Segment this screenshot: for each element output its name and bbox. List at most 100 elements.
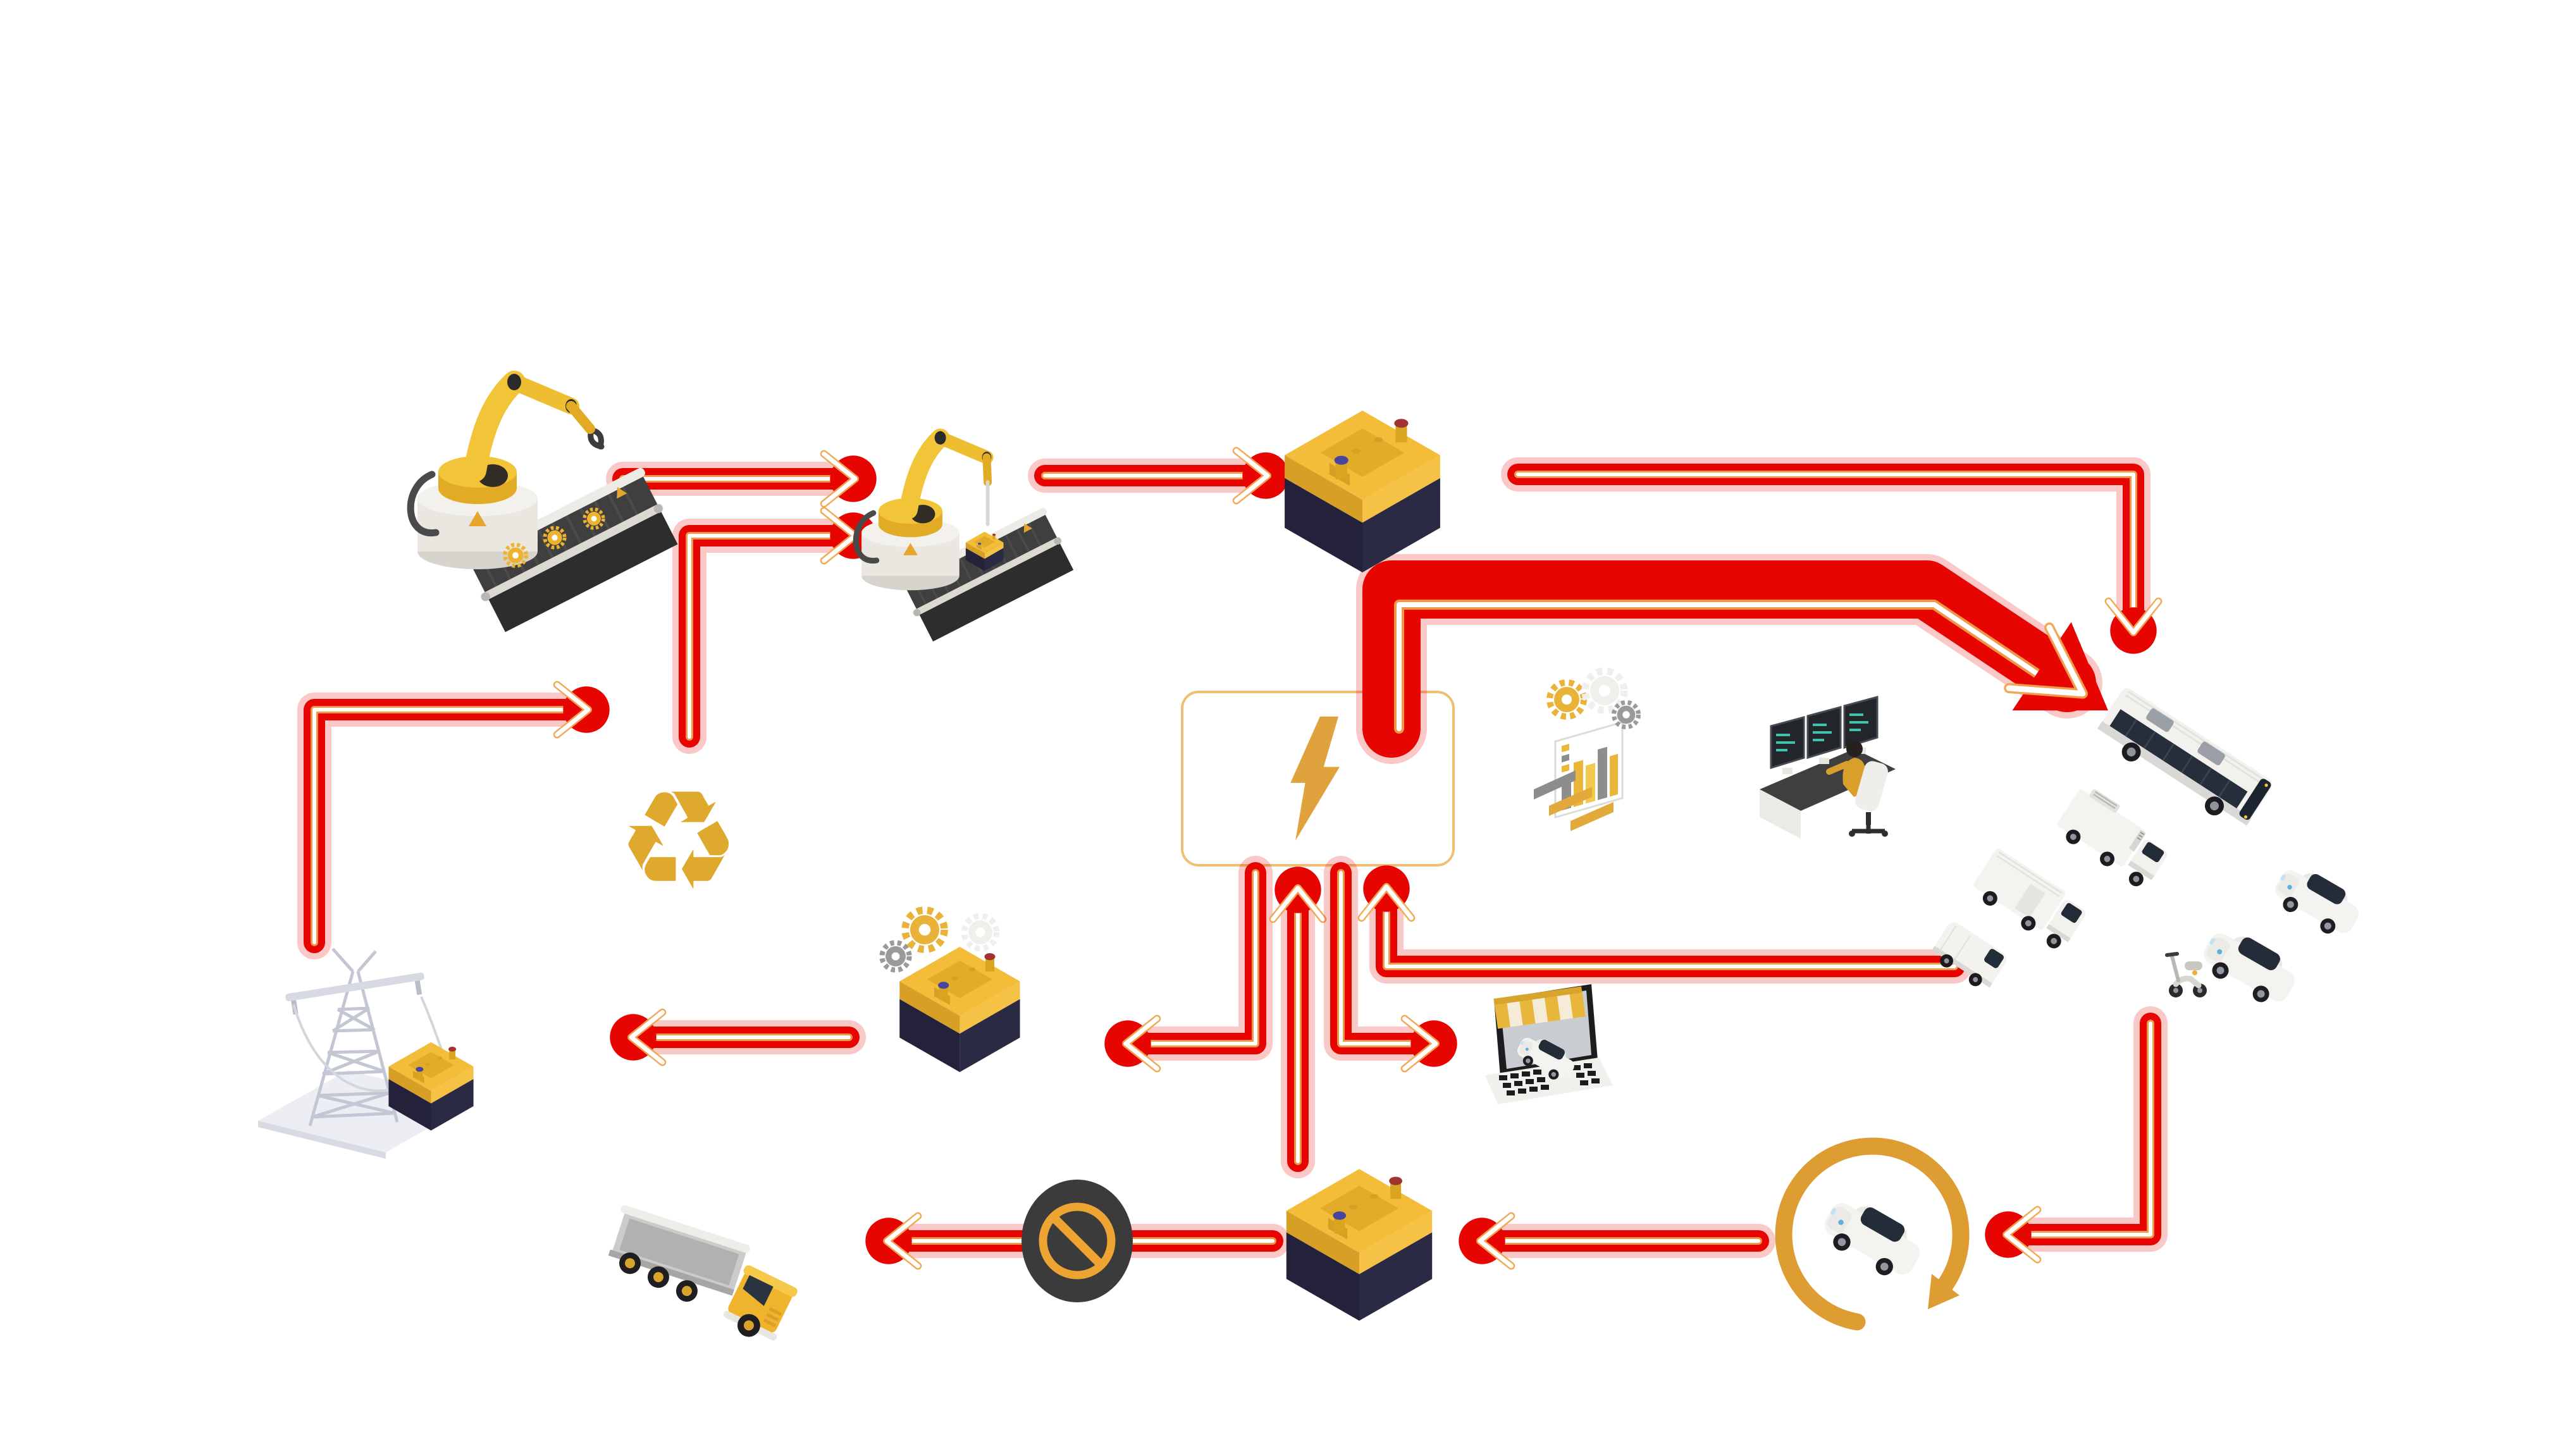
flow-arrow-e6 xyxy=(553,681,592,739)
flow-arrow-e7 xyxy=(1109,856,1273,1061)
flow-arrow-e13 xyxy=(2003,1206,2042,1264)
flow-arrow-e14 xyxy=(1476,1212,1515,1270)
flow-arrow-e7 xyxy=(1124,871,1257,1046)
flow-arrow-e10 xyxy=(1369,870,1972,984)
flow-arrow-e10 xyxy=(1357,883,1416,922)
arrowhead-icon xyxy=(563,686,610,733)
flow-arrow-e12 xyxy=(883,1212,922,1270)
flow-arrow-e4 xyxy=(1501,457,2151,650)
car-icon xyxy=(1815,1190,1929,1287)
arrowhead-icon xyxy=(1459,1218,1505,1264)
flow-arrow-e10 xyxy=(1359,884,1414,920)
flow-arrow-e8 xyxy=(1269,884,1327,923)
arrowhead-icon xyxy=(865,1218,912,1264)
electric-car-icon xyxy=(2268,859,2367,944)
delivery-van-icon xyxy=(1932,922,2007,988)
recycle-icon: ♻ xyxy=(617,762,741,922)
flow-arrow-e7 xyxy=(1122,869,1259,1047)
flow-arrow-e2 xyxy=(672,519,872,754)
monitoring-operator xyxy=(1760,688,1896,840)
electric-bus xyxy=(2097,651,2291,860)
flow-arrow-e4 xyxy=(1507,464,2144,643)
flow-arrow-e2 xyxy=(822,509,858,563)
monitor-icon xyxy=(1770,696,1879,774)
flow-arrow-e2 xyxy=(688,534,857,739)
production-analytics xyxy=(1534,672,1640,831)
flow-arrow-e4 xyxy=(1514,471,2137,636)
flow-arrow-e13 xyxy=(2004,1207,2040,1262)
shop-awning-icon xyxy=(1493,986,1586,1029)
flow-arrow-e4 xyxy=(2106,599,2161,635)
grid-storage-tower xyxy=(252,936,479,1159)
used-battery xyxy=(1278,1161,1441,1322)
arrowhead-icon xyxy=(1985,1211,2032,1258)
flow-arrow-e9 xyxy=(1330,862,1447,1054)
operator-person-icon xyxy=(1826,741,1866,797)
car-battery-reuse-loop xyxy=(1765,1127,1983,1345)
gripper-icon xyxy=(588,427,605,450)
flow-arrow-e1 xyxy=(820,450,859,508)
arrowhead-icon xyxy=(1242,452,1289,499)
flow-arrow-e14 xyxy=(1478,1214,1514,1268)
flow-arrow-e12 xyxy=(884,1214,920,1268)
car-battery-icon xyxy=(1285,410,1440,572)
power-tower-battery-icon xyxy=(258,947,474,1159)
flow-arrow-e6 xyxy=(311,706,592,946)
laptop-shop-car-icon xyxy=(1485,984,1613,1104)
conveyor-gears-icon xyxy=(505,509,603,566)
flow-arrow-e1 xyxy=(822,452,858,506)
gears-bar-chart-icon xyxy=(1534,672,1640,831)
charging-station-box xyxy=(1181,691,1455,867)
refrigerated-truck-icon xyxy=(2058,789,2168,887)
robot-arm-conveyor-battery xyxy=(859,376,1039,642)
flow-arrow-e2 xyxy=(679,525,866,748)
flow-arrow-e4 xyxy=(2104,597,2163,636)
flow-arrow-e3 xyxy=(1234,448,1270,503)
operator-monitors-icon xyxy=(1760,696,1896,839)
online-car-store xyxy=(1478,980,1620,1116)
scooter-icon xyxy=(2165,952,2207,997)
dump-bed-icon xyxy=(608,1205,750,1296)
prohibition-sign-icon xyxy=(1021,1180,1133,1302)
dump-truck xyxy=(608,1157,856,1366)
arrowhead-icon xyxy=(830,455,877,502)
flow-arrow-e9 xyxy=(1324,856,1453,1061)
car-battery-icon xyxy=(1286,1169,1433,1321)
electric-sedan xyxy=(2263,844,2371,958)
flow-arrow-e9 xyxy=(1337,869,1440,1047)
flow-arrow-e7 xyxy=(1123,1016,1159,1071)
flow-arrow-e13 xyxy=(1996,1013,2161,1245)
keyboard-keys-icon xyxy=(1499,1063,1600,1095)
electric-sedan xyxy=(2194,898,2307,1034)
no-disposal-sign xyxy=(1020,1178,1135,1304)
flow-arrow-e11 xyxy=(627,1008,667,1066)
chair-icon xyxy=(1849,761,1888,837)
flow-arrow-e5 xyxy=(2006,624,2086,697)
robot-arm-icon xyxy=(859,376,1039,642)
robot-arm-icon xyxy=(414,329,636,610)
refrigerated-truck xyxy=(2058,762,2198,933)
storage-battery-icon xyxy=(388,1042,474,1131)
flow-arrow-e13 xyxy=(2003,1020,2154,1238)
arrowhead-icon xyxy=(1104,1020,1151,1067)
flow-arrow-e3 xyxy=(1232,447,1271,505)
flow-arrow-e5 xyxy=(1362,560,2096,758)
lightning-bolt-icon xyxy=(1290,716,1340,841)
flow-arrow-e6 xyxy=(304,699,599,953)
arrowhead-icon xyxy=(2110,607,2157,654)
flow-arrow-e11 xyxy=(629,1010,665,1064)
flow-arrow-e13 xyxy=(2004,1021,2152,1237)
arrowhead-icon xyxy=(1274,867,1321,913)
flow-arrow-e8 xyxy=(1271,885,1325,922)
electric-scooter xyxy=(2163,929,2214,1001)
flow-arrow-e9 xyxy=(1339,871,1438,1046)
arrowhead-icon xyxy=(1410,1020,1457,1067)
loop-arrowhead-icon xyxy=(1928,1274,1959,1309)
battery-refurbish-parts xyxy=(884,903,1033,1073)
dump-truck-icon xyxy=(608,1205,798,1341)
flow-arrow-e10 xyxy=(1385,885,1956,968)
battery-gears-icon xyxy=(884,903,1020,1073)
recycling-symbol: ♻ xyxy=(617,773,753,911)
flow-arrow-e4 xyxy=(1516,472,2135,634)
